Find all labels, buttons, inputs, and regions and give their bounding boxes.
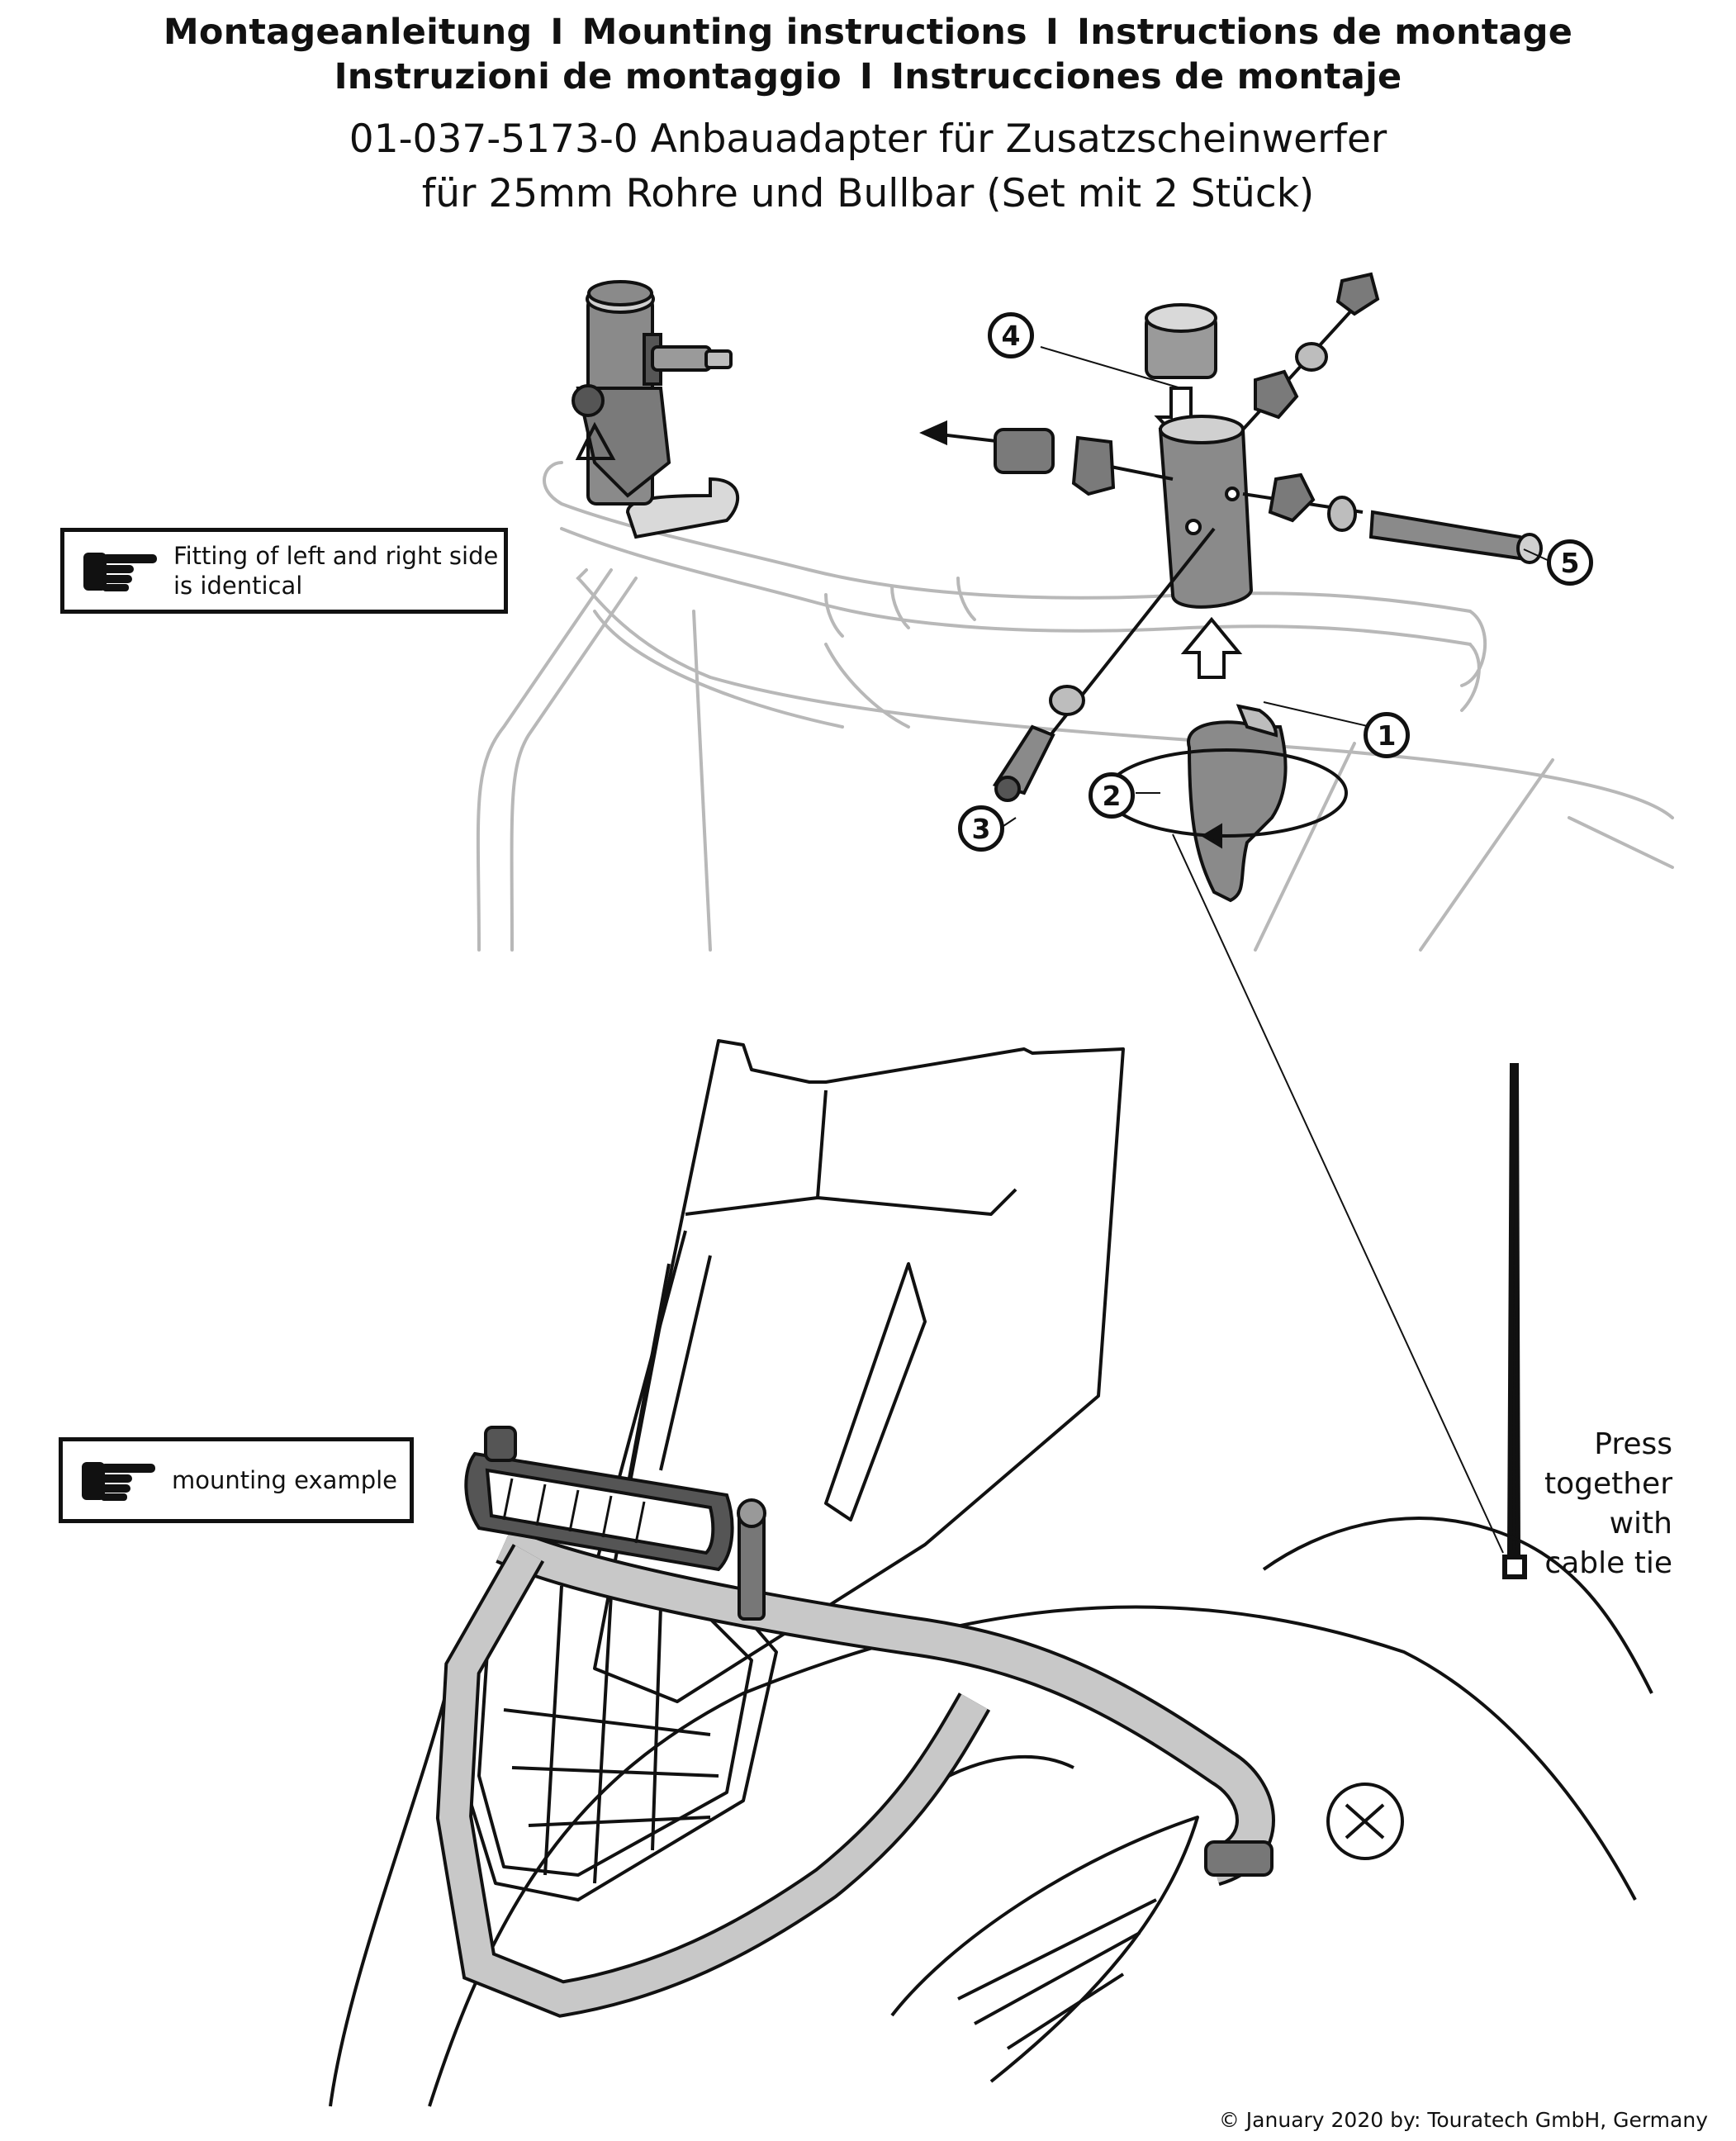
title-en: Mounting instructions (581, 12, 1027, 53)
note-mounting-example: mounting example (59, 1437, 414, 1523)
bullbar-outline-top (476, 461, 1674, 952)
title-es: Instrucciones de montaje (891, 56, 1402, 97)
title-separator: I (859, 56, 874, 97)
callout-2: 2 (1089, 772, 1135, 819)
adapter-assembled-left (572, 280, 740, 539)
title-fr: Instructions de montage (1077, 12, 1573, 53)
cable-tie-note-line: together (1544, 1467, 1672, 1501)
callout-1: 1 (1364, 712, 1410, 758)
title-separator: I (550, 12, 564, 53)
title-line-2: Instruzioni de montaggio I Instrucciones d… (0, 55, 1736, 99)
pointing-hand-icon (82, 1462, 155, 1501)
callout-5: 5 (1547, 539, 1593, 586)
auxiliary-light-bar (464, 1426, 1274, 1877)
bullbar-example (435, 1526, 1275, 2018)
note-fitting-identical: Fitting of left and right side is identi… (60, 528, 508, 614)
copyright: © January 2020 by: Touratech GmbH, Germa… (1218, 2108, 1708, 2132)
cable-tie-note-line: cable tie (1544, 1546, 1672, 1580)
title-separator: I (1045, 12, 1060, 53)
cable-tie (1502, 1063, 1527, 1579)
cable-tie-note-line: Press (1594, 1427, 1672, 1461)
callout-3: 3 (958, 805, 1004, 852)
cable-tie-note: Press together with cable tie (1511, 1425, 1672, 1583)
cable-tie-note-line: with (1609, 1507, 1672, 1540)
title-it: Instruzioni de montaggio (334, 56, 842, 97)
note-fitting-text: Fitting of left and right side is identi… (173, 542, 499, 600)
pointing-hand-icon (83, 553, 157, 591)
note-example-text: mounting example (172, 1466, 398, 1494)
product-title: 01-037-5173-0 Anbauadapter für Zusatzsch… (349, 116, 1387, 162)
callout-4: 4 (988, 312, 1034, 358)
title-de: Montageanleitung (163, 12, 533, 53)
exploded-parts (919, 272, 1552, 1554)
product-subtitle: für 25mm Rohre und Bullbar (Set mit 2 St… (421, 171, 1315, 216)
